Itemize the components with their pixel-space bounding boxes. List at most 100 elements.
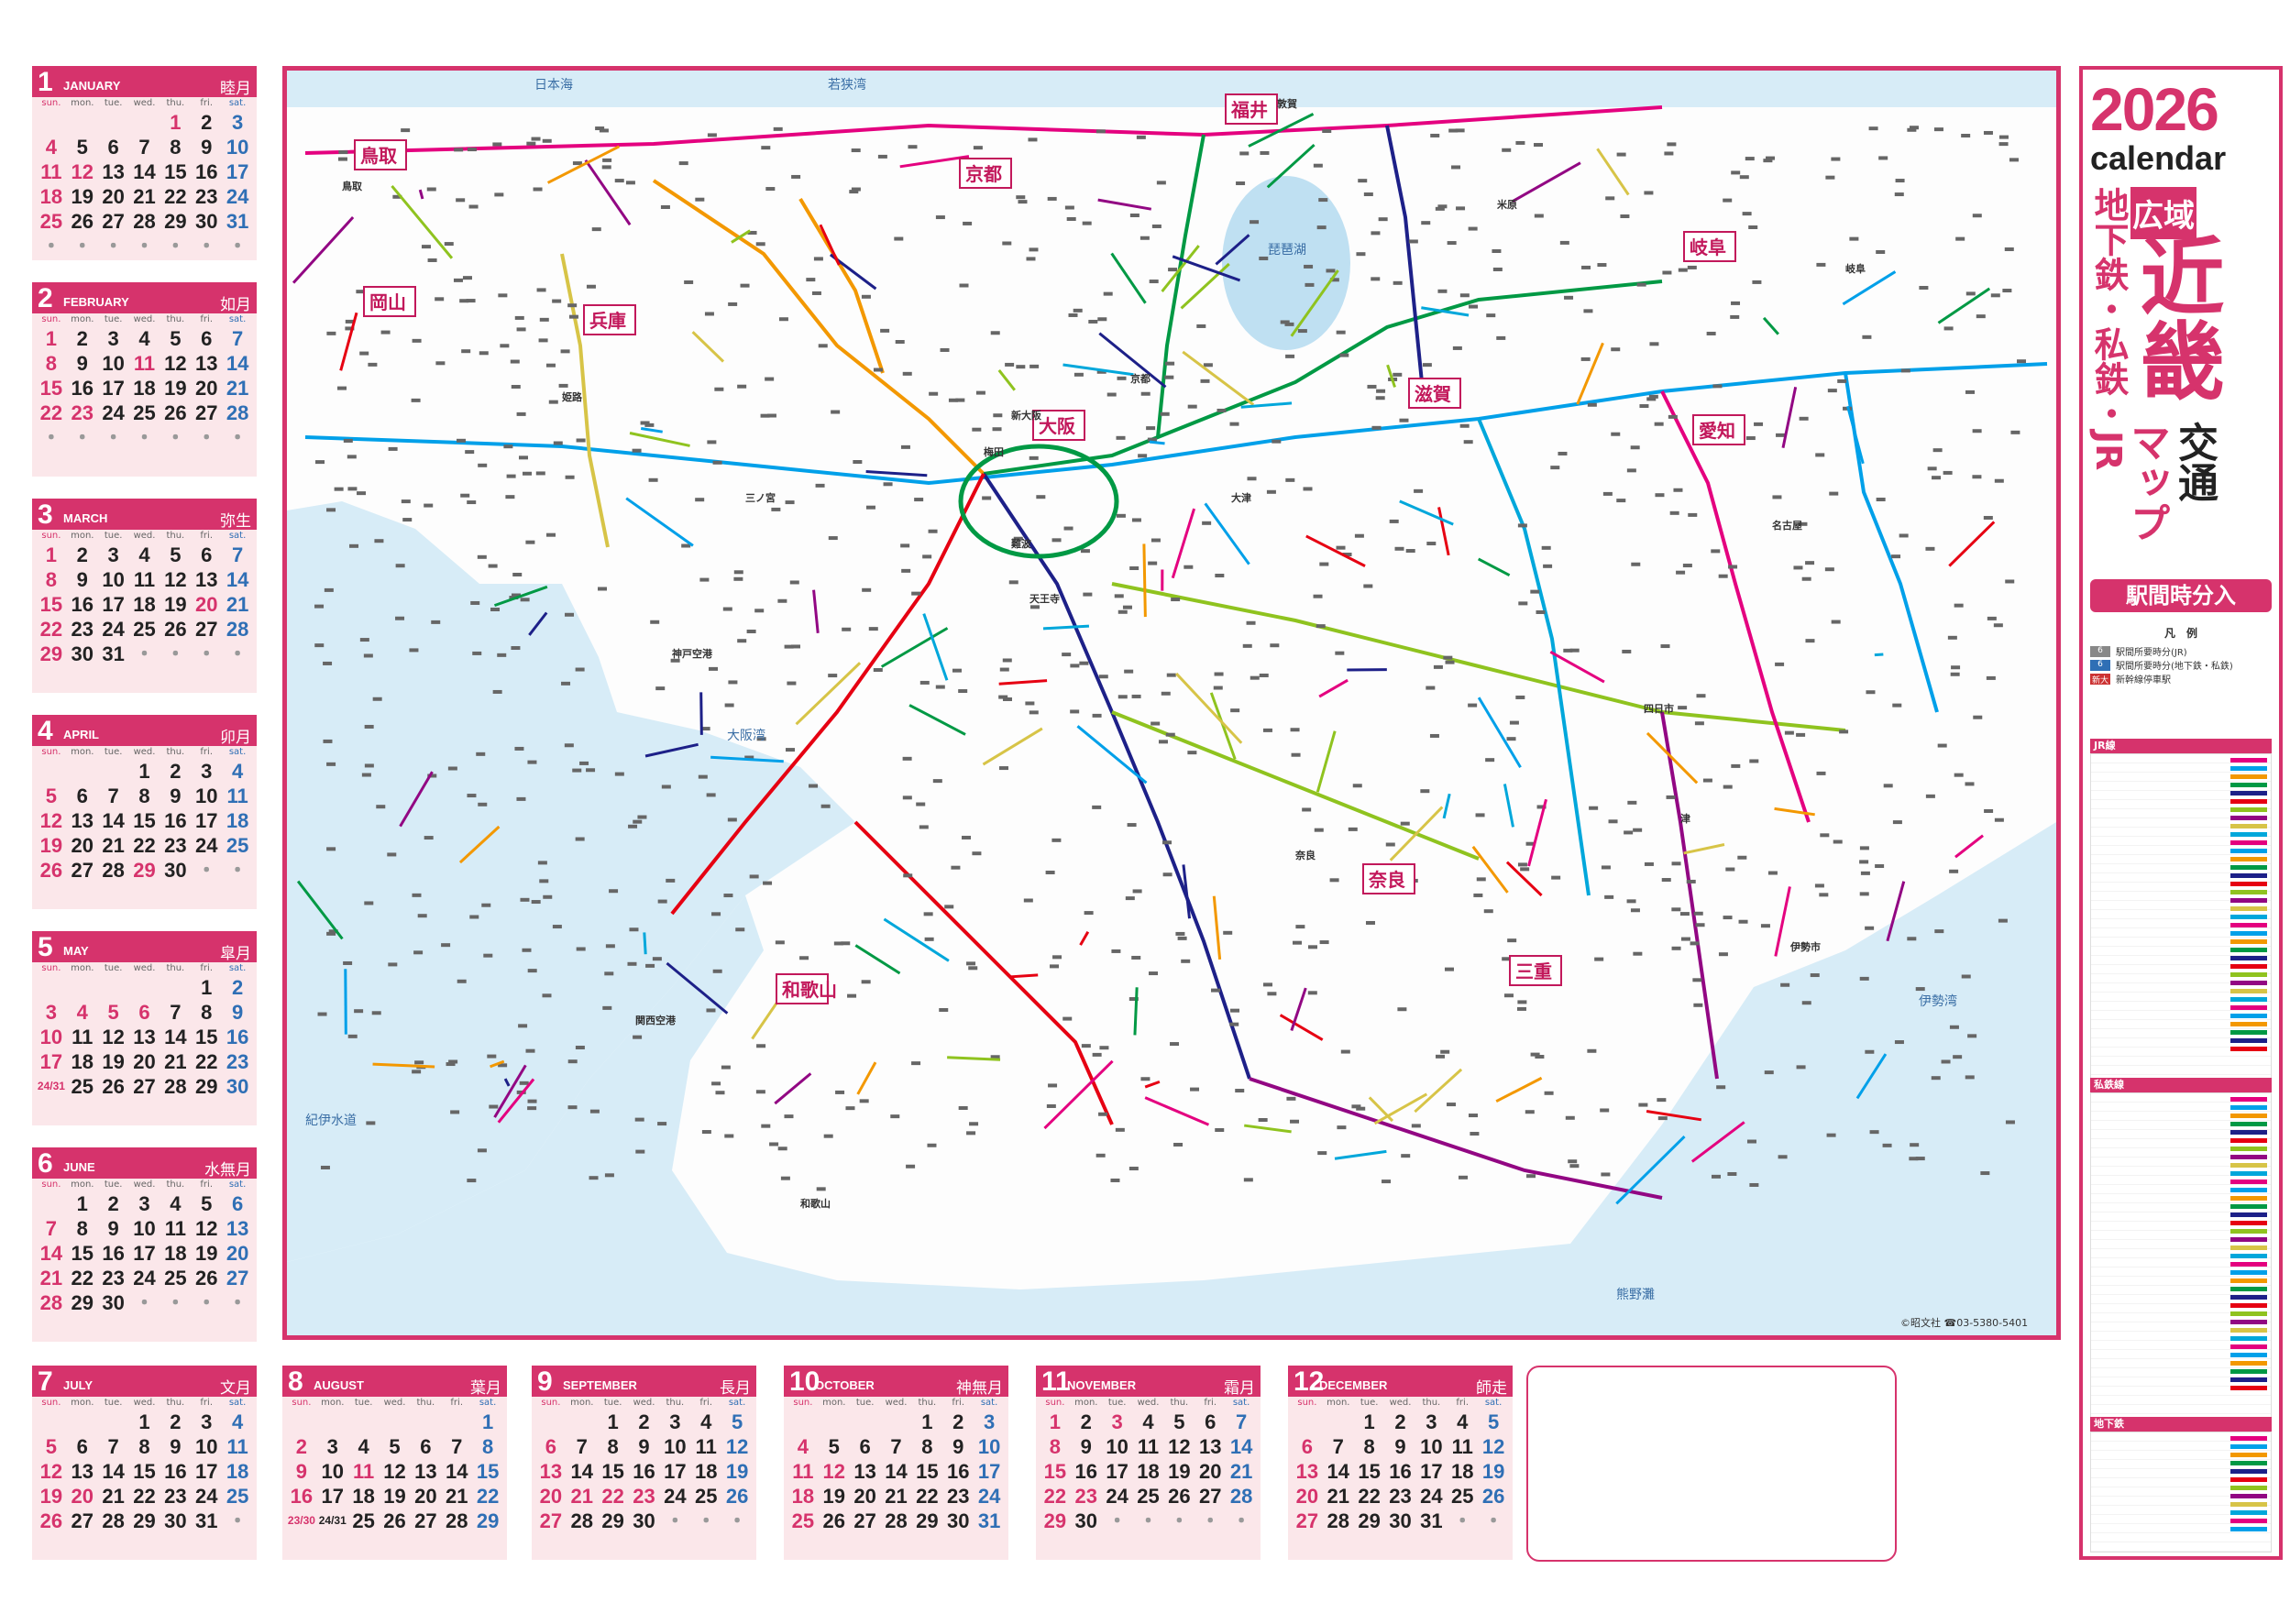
station-mark <box>1616 152 1626 157</box>
legend-line-swatch <box>2230 956 2267 960</box>
calendar-day: 10 <box>102 568 125 591</box>
station-mark <box>633 1035 643 1039</box>
station-mark <box>1624 830 1634 835</box>
station-mark <box>1972 429 1982 433</box>
station-mark <box>441 943 451 948</box>
calendar-day: 16 <box>71 377 94 400</box>
weekday-label: wed. <box>133 1398 156 1408</box>
sea-label: 日本海 <box>534 78 573 93</box>
legend-line-swatch <box>2230 1171 2267 1176</box>
station-mark <box>1676 570 1686 575</box>
calendar-day: 17 <box>226 160 249 183</box>
station-mark <box>754 609 765 613</box>
calendar-day: 6 <box>1205 1410 1217 1433</box>
station-mark <box>955 398 965 402</box>
calendar-day: 6 <box>76 1435 88 1458</box>
station-mark <box>845 1106 855 1111</box>
station-mark <box>1068 313 1078 317</box>
calendar-day: ・ <box>103 426 124 449</box>
station-mark <box>998 695 1008 699</box>
calendar-day: 9 <box>76 352 88 375</box>
calendar-day: 21 <box>226 593 249 616</box>
station-mark <box>468 204 479 209</box>
station-mark <box>1594 957 1604 961</box>
station-mark <box>1437 204 1448 209</box>
station-mark <box>1984 808 1994 813</box>
rail-line <box>666 961 729 1015</box>
calendar-day: 19 <box>1168 1460 1191 1483</box>
month-name: JULY <box>63 1378 94 1392</box>
station-mark <box>1943 326 1954 331</box>
station-mark <box>1098 675 1108 679</box>
legend-line-swatch <box>2230 1097 2267 1102</box>
map-credit: ©昭文社 ☎03-5380-5401 <box>1900 1316 2028 1329</box>
legend-key: 6 <box>2090 659 2110 671</box>
legend-line-swatch <box>2230 1047 2267 1051</box>
prefecture-label-box <box>354 139 407 170</box>
calendar-day: 23 <box>71 401 94 424</box>
prefecture-label-box <box>1692 414 1745 445</box>
legend-line-swatch <box>2230 1353 2267 1357</box>
station-mark <box>519 1081 529 1085</box>
calendar-day: 31 <box>226 210 249 233</box>
station-mark <box>546 532 556 537</box>
station-mark <box>1029 605 1040 609</box>
calendar-day: 12 <box>194 1217 218 1240</box>
station-mark <box>902 796 912 800</box>
weekday-label: sat. <box>728 1398 746 1408</box>
station-mark <box>1602 491 1613 496</box>
prefecture-label: 京都 <box>965 163 1002 185</box>
legend-line-swatch <box>2230 1114 2267 1118</box>
month-name: OCTOBER <box>815 1378 875 1392</box>
weekday-label: thu. <box>166 1398 185 1408</box>
calendar-day: 23 <box>102 1267 125 1289</box>
station-mark <box>1544 1091 1554 1095</box>
calendar-day: 12 <box>1481 1435 1505 1458</box>
weekday-label: fri. <box>200 314 213 324</box>
station-mark <box>1580 357 1591 361</box>
station-mark <box>1336 545 1346 550</box>
station-mark <box>940 347 950 352</box>
station-mark <box>1223 930 1233 935</box>
station-mark <box>851 148 861 153</box>
station-mark <box>778 317 788 322</box>
station-mark <box>707 133 717 137</box>
station-mark <box>634 1117 644 1122</box>
station-mark <box>511 646 521 651</box>
calendar-day: 15 <box>194 1026 218 1048</box>
station-mark <box>1045 870 1055 874</box>
legend-line-swatch <box>2230 849 2267 853</box>
station-mark <box>1937 743 1947 748</box>
station-mark <box>602 1005 612 1010</box>
legend-line-swatch <box>2230 906 2267 911</box>
station-mark <box>490 608 501 612</box>
legend-line-swatch <box>2230 923 2267 927</box>
station-mark <box>968 966 978 971</box>
legend-line-swatch <box>2230 964 2267 969</box>
station-mark <box>477 554 487 559</box>
legend-line-swatch <box>2230 1262 2267 1267</box>
calendar-day: ・ <box>1483 1509 1504 1532</box>
station-mark <box>992 427 1002 432</box>
calendar-day: 17 <box>194 1460 218 1483</box>
legend-line-swatch <box>2230 1477 2267 1482</box>
calendar-day: 8 <box>481 1435 494 1458</box>
legend-line-swatch <box>2230 1229 2267 1234</box>
calendar-day: 25 <box>1137 1485 1160 1508</box>
station-mark <box>755 1090 765 1094</box>
station-mark <box>1915 1157 1925 1161</box>
station-mark <box>1389 519 1399 523</box>
station-mark <box>1162 840 1172 845</box>
calendar-day: 12 <box>164 568 187 591</box>
calendar-day: 21 <box>39 1267 63 1289</box>
station-mark <box>975 390 985 395</box>
calendar-day: 22 <box>133 834 156 857</box>
station-mark <box>645 963 655 968</box>
station-label: 米原 <box>1496 198 1517 211</box>
station-mark <box>1534 143 1544 148</box>
station-mark <box>431 620 441 624</box>
station-mark <box>1934 929 1944 934</box>
station-mark <box>1319 562 1329 566</box>
